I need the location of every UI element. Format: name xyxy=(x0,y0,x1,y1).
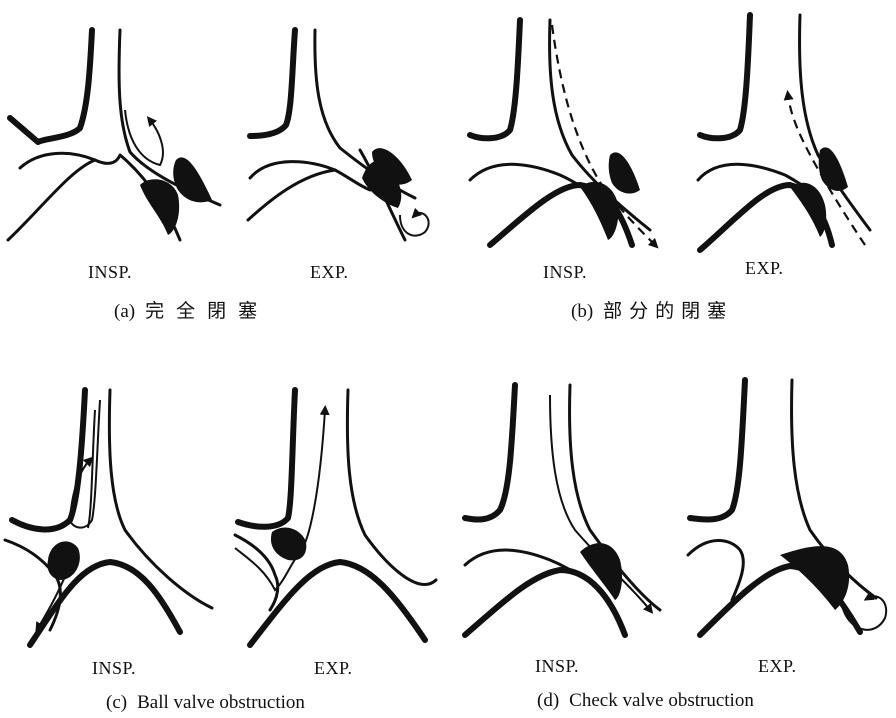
airway-bifurcation-insp-d xyxy=(460,370,680,650)
panel-a-exp-label: EXP. xyxy=(310,262,349,283)
panel-a-exp-diagram xyxy=(240,10,460,250)
airway-bifurcation-exp-b xyxy=(680,5,896,255)
panel-b-insp-label: INSP. xyxy=(543,262,587,283)
panel-c-insp-diagram xyxy=(0,370,230,650)
panel-a-caption: (a) 完全閉塞 xyxy=(114,296,269,323)
airway-bifurcation-exp-a xyxy=(240,10,460,250)
panel-d-insp-label: INSP. xyxy=(535,656,579,677)
airway-bifurcation-insp-b xyxy=(460,5,680,255)
panel-b-exp-diagram xyxy=(680,5,896,255)
panel-d-caption: (d) Check valve obstruction xyxy=(537,690,754,712)
panel-a-insp-diagram xyxy=(0,10,240,250)
panel-c-insp-label: INSP. xyxy=(92,658,136,679)
panel-d-caption-tag: (d) xyxy=(537,690,559,711)
panel-a-insp-label: INSP. xyxy=(88,262,132,283)
panel-d-exp-diagram xyxy=(680,370,896,650)
airway-bifurcation-insp-a xyxy=(0,10,240,250)
panel-b-caption: (b) 部分的閉塞 xyxy=(571,296,733,323)
panel-b-insp-diagram xyxy=(460,5,680,255)
panel-b-exp-label: EXP. xyxy=(745,258,784,279)
panel-a-caption-text: 完全閉塞 xyxy=(145,301,269,322)
panel-b-caption-text: 部分的閉塞 xyxy=(603,301,733,322)
airway-bifurcation-exp-c xyxy=(230,370,460,650)
panel-d-exp-label: EXP. xyxy=(758,656,797,677)
panel-c-exp-label: EXP. xyxy=(314,658,353,679)
panel-c-caption: (c) Ball valve obstruction xyxy=(106,692,305,714)
panel-d-caption-text: Check valve obstruction xyxy=(569,690,754,711)
airway-bifurcation-exp-d xyxy=(680,370,896,650)
panel-b-caption-tag: (b) xyxy=(571,301,593,322)
panel-c-caption-text: Ball valve obstruction xyxy=(137,692,305,713)
airway-bifurcation-insp-c xyxy=(0,370,230,650)
panel-d-insp-diagram xyxy=(460,370,680,650)
panel-a-caption-tag: (a) xyxy=(114,301,135,322)
panel-c-exp-diagram xyxy=(230,370,460,650)
panel-c-caption-tag: (c) xyxy=(106,692,127,713)
